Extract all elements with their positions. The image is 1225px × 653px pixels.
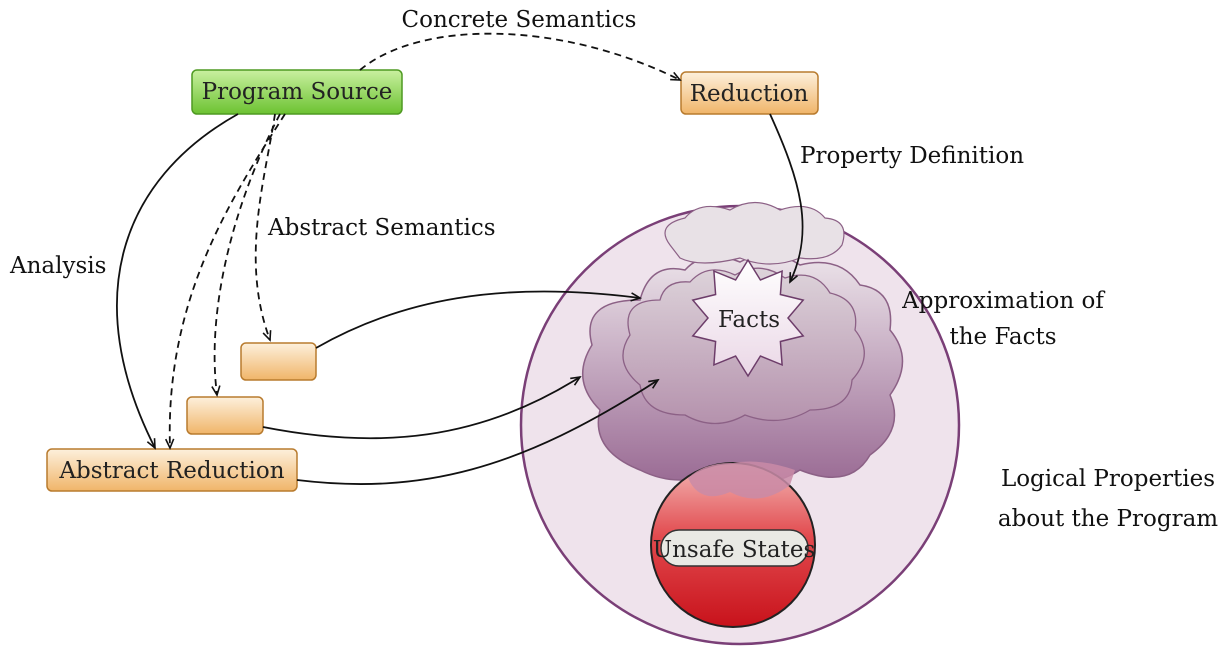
facts-label: Facts bbox=[718, 307, 780, 333]
abstract-semantics-arrow-3 bbox=[254, 113, 276, 342]
approximation-label-line1: Approximation of bbox=[901, 288, 1105, 314]
intermediate-node-1 bbox=[240, 342, 317, 381]
facts-star bbox=[691, 258, 805, 378]
to-middle-approx-arrow bbox=[262, 375, 582, 440]
intermediate-node-2 bbox=[186, 396, 264, 435]
abstract-reduction-label: Abstract Reduction bbox=[58, 458, 284, 484]
property-definition-arrow bbox=[769, 113, 804, 284]
program-source-node bbox=[191, 69, 403, 115]
logical-properties-label-line1: Logical Properties bbox=[1001, 466, 1215, 492]
abstract-semantics-arrow-2 bbox=[211, 113, 281, 397]
to-inner-approx-arrow bbox=[315, 290, 642, 349]
program-source-label: Program Source bbox=[202, 79, 393, 105]
approximation-cloud-top bbox=[664, 201, 845, 265]
unsafe-states-node bbox=[660, 529, 809, 567]
reduction-node bbox=[680, 71, 819, 115]
property-definition-label: Property Definition bbox=[800, 143, 1024, 169]
abstract-semantics-label: Abstract Semantics bbox=[267, 215, 496, 241]
analysis-label: Analysis bbox=[9, 253, 106, 279]
concrete-semantics-label: Concrete Semantics bbox=[402, 7, 637, 33]
concrete-semantics-arrow bbox=[359, 32, 682, 81]
logical-properties-label-line2: about the Program bbox=[998, 506, 1218, 532]
analysis-arrow bbox=[116, 113, 239, 450]
unsafe-states-label: Unsafe States bbox=[653, 537, 816, 563]
to-outer-approx-arrow bbox=[296, 378, 660, 485]
reduction-label: Reduction bbox=[690, 81, 809, 107]
approximation-label-line2: the Facts bbox=[949, 324, 1056, 350]
